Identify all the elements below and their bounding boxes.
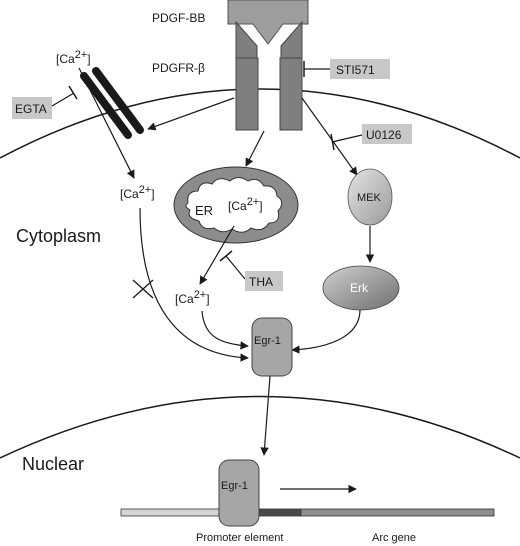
receptor-right-stalk <box>279 57 303 131</box>
pdgf-bb-ligand <box>227 0 309 45</box>
mek-label: MEK <box>357 192 382 204</box>
u0126-label: U0126 <box>366 128 402 142</box>
erk-to-egr-arrow <box>291 309 361 354</box>
receptor-to-er-arrow <box>245 130 265 167</box>
tha-inhibition-line <box>225 255 246 280</box>
receptor-left-stalk <box>235 57 259 131</box>
nuclear-membrane <box>0 395 520 459</box>
receptor-to-channel-arrow <box>147 97 235 131</box>
egta-box <box>12 97 52 119</box>
cytoplasmic-calcium-label: [Ca2+] <box>120 184 155 201</box>
tha-label: THA <box>249 275 273 289</box>
gene-label: Arc gene <box>372 532 416 544</box>
egta-label: EGTA <box>15 102 47 116</box>
u0126-box <box>362 124 412 144</box>
receptor-label: PDGFR-β <box>152 61 205 75</box>
sti-box <box>330 59 390 79</box>
ligand-label: PDGF-BB <box>152 11 205 25</box>
tha-box <box>245 271 283 291</box>
cell-membrane <box>0 88 520 159</box>
egr-translocation-arrow <box>260 375 271 456</box>
er-lumen <box>185 177 283 233</box>
erk-node <box>322 265 400 311</box>
mek-node <box>347 168 393 226</box>
promoter-label: Promoter element <box>196 532 283 544</box>
released-calcium-label: [Ca2+] <box>175 289 210 306</box>
cytoplasmic-calcium-to-egr-arrow <box>139 207 249 362</box>
u0126-inhibition-line <box>331 134 363 143</box>
released-calcium-to-egr-arrow <box>201 310 249 350</box>
er-calcium-label: [Ca2+] <box>228 196 263 213</box>
u0126-inhibition-bar <box>330 133 335 151</box>
er-label: ER <box>195 203 213 218</box>
dna-gene-segment <box>300 508 495 517</box>
blocked-cross-b <box>132 279 154 299</box>
erk-label: Erk <box>350 281 369 295</box>
dna-upstream <box>120 508 232 517</box>
nuclear-label: Nuclear <box>22 454 84 474</box>
cytoplasm-label: Cytoplasm <box>16 226 101 246</box>
tha-inhibition-bar <box>219 250 233 262</box>
er-calcium-release-arrow <box>199 225 235 285</box>
egr-cytoplasm-label: Egr-1 <box>254 335 281 347</box>
egr-cytoplasm-node <box>251 317 293 377</box>
egr-nucleus-node <box>218 459 260 527</box>
extracellular-calcium-label: [Ca2+] <box>56 49 91 66</box>
egta-inhibition-bar <box>68 85 78 100</box>
egta-inhibition-line <box>51 92 75 107</box>
calcium-channel-left <box>80 72 132 139</box>
sti-label: STI571 <box>336 63 375 77</box>
egr-nucleus-label: Egr-1 <box>221 480 248 492</box>
calcium-entry-arrow <box>78 67 135 179</box>
calcium-channel-right <box>92 67 144 134</box>
receptor-to-mek-arrow <box>301 97 358 176</box>
